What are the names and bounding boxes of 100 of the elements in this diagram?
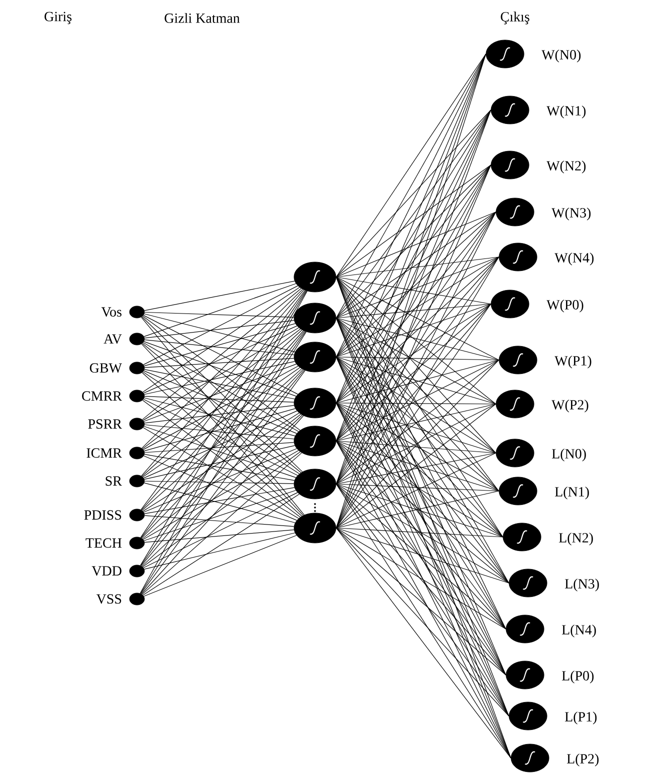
connection-line [144, 448, 297, 512]
neuron-label: CMRR [82, 391, 122, 401]
neuron-label: L(N0) [552, 448, 586, 462]
connection-line [336, 304, 492, 484]
connection-line [336, 484, 500, 492]
neuron-label: W(N4) [554, 252, 594, 266]
connection-line [336, 484, 506, 630]
connection-line [336, 110, 492, 278]
neuron-label: GBW [90, 363, 122, 373]
neuron-label: L(P0) [562, 670, 594, 684]
connection-line [336, 528, 512, 758]
column-heading: Çıkış [500, 12, 530, 24]
connection-line [142, 328, 301, 450]
connection-line [336, 276, 496, 454]
connection-line [143, 410, 298, 478]
connection-line [142, 287, 300, 392]
connection-line [142, 288, 302, 420]
connection-line [336, 318, 496, 404]
neuron-label: L(P2) [566, 754, 599, 766]
connection-line [142, 494, 300, 596]
connection-line [144, 515, 294, 527]
connection-line [336, 528, 504, 538]
connection-line [143, 366, 298, 450]
connection-line [142, 289, 303, 448]
connection-line [336, 276, 496, 404]
sigmoid-neuron [294, 262, 336, 292]
connection-line [336, 440, 506, 630]
connection-line [142, 400, 301, 518]
connection-line [144, 339, 294, 356]
neuron-label: VDD [92, 566, 122, 576]
connection-line [336, 318, 504, 538]
neuron-label: ICMR [86, 448, 122, 458]
connection-line [141, 415, 304, 594]
sigmoid-neuron [294, 302, 336, 334]
column-heading: Giriş [44, 12, 72, 24]
connection-line [141, 369, 304, 538]
connection-line [336, 528, 510, 716]
connection-line [336, 360, 500, 442]
connection-line [142, 342, 299, 432]
connection-line [144, 408, 296, 452]
connection-line [336, 256, 500, 442]
connection-line [336, 110, 492, 358]
connection-line [144, 398, 296, 436]
neuron-label: W(P1) [554, 356, 592, 368]
connection-line [336, 276, 492, 304]
connection-line [336, 528, 506, 630]
connection-line [142, 327, 299, 421]
connection-line [142, 452, 302, 595]
connection-line [336, 484, 506, 676]
connection-line [142, 414, 302, 567]
connection-line [336, 490, 500, 528]
connection-line [336, 402, 506, 630]
connection-line [144, 487, 295, 514]
connection-line [336, 304, 492, 528]
sigmoid-neuron [294, 512, 336, 544]
connection-line [142, 427, 299, 519]
connection-line [336, 440, 496, 454]
connection-line [336, 256, 500, 358]
connection-line [144, 424, 294, 440]
connection-line [144, 535, 297, 597]
connection-line [144, 426, 296, 478]
connection-line [144, 312, 294, 318]
connection-line [144, 361, 296, 395]
connection-line [336, 404, 496, 442]
connection-line [142, 452, 300, 568]
neuron-label: W(N1) [546, 106, 586, 118]
connection-line [336, 304, 492, 318]
connection-line [144, 358, 294, 368]
neuron-label: W(P2) [552, 400, 588, 412]
connection-line [143, 398, 298, 476]
neuron-label: SR [106, 476, 122, 486]
connection-line [336, 256, 500, 278]
neuron-label: TECH [86, 538, 122, 548]
connection-line [336, 484, 504, 538]
connection-line [336, 318, 500, 492]
connection-line [142, 412, 300, 512]
neuron-label: W(N2) [546, 160, 586, 174]
connection-line [144, 454, 295, 481]
connection-line [142, 450, 299, 540]
connection-line [142, 414, 302, 539]
connection-line [144, 480, 294, 484]
connection-line [336, 304, 492, 404]
neuron-label: L(N3) [564, 578, 599, 592]
connection-line [336, 440, 504, 538]
connection-line [144, 490, 296, 541]
connection-line [144, 396, 294, 402]
connection-line [143, 315, 298, 394]
connection-line [336, 164, 492, 278]
connection-line [336, 528, 510, 584]
connection-line [336, 212, 496, 358]
connection-line [144, 442, 294, 453]
column-heading: Gizli Katman [164, 13, 240, 23]
connection-line [336, 164, 492, 318]
connection-line [336, 276, 500, 360]
connection-line [141, 290, 304, 476]
connection-line [336, 402, 496, 454]
neuron-label: W(N0) [542, 50, 581, 62]
connection-line [336, 54, 486, 278]
connection-line [336, 318, 500, 360]
connection-line [336, 256, 500, 318]
